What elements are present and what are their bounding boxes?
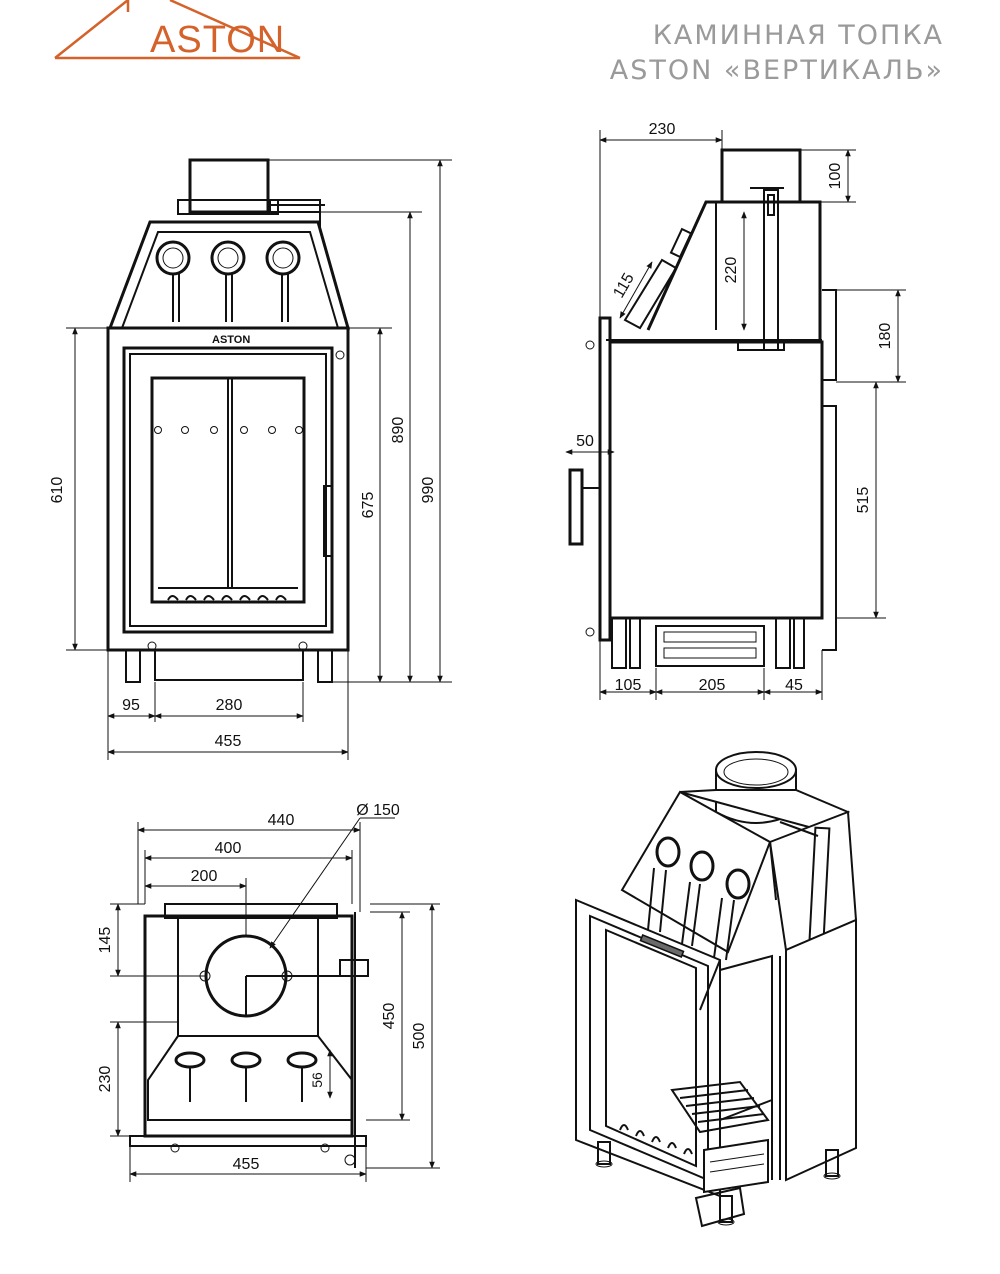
iso-side-body [785, 918, 857, 1182]
top-dimensions: 440 400 200 Ø 150 145 230 450 [97, 802, 440, 1182]
logo-roof-icon [54, 0, 301, 60]
dimension-label: 280 [216, 697, 243, 714]
dimension-label: 220 [723, 257, 740, 284]
dimension-label: 230 [649, 121, 676, 138]
dimension-label: 455 [233, 1156, 260, 1173]
dimension-label: 50 [576, 433, 594, 450]
front-dimensions: 610 675 890 990 95 280 455 [49, 159, 452, 760]
dimension-label: 450 [381, 1003, 398, 1030]
dimension-label: 145 [97, 927, 114, 954]
logo-text: ASTON [150, 19, 286, 61]
title-line-2: ASTON «ВЕРТИКАЛЬ» [609, 55, 944, 86]
iso-ash-drawer [703, 1138, 769, 1194]
iso-feet [595, 1141, 841, 1226]
top-view: 440 400 200 Ø 150 145 230 450 [97, 802, 440, 1182]
side-ash-drawer [655, 625, 765, 667]
brand-logo: ASTON [50, 0, 310, 70]
dimension-label: 515 [855, 487, 872, 514]
dimension-label: 230 [97, 1066, 114, 1093]
dimension-label: 890 [390, 417, 407, 444]
front-hood-ports [155, 240, 301, 322]
title-line-1: КАМИННАЯ ТОПКА [652, 20, 944, 51]
dimension-label: 115 [610, 270, 638, 301]
top-hood-ports [174, 1051, 318, 1102]
front-view: ASTON 610 [49, 158, 452, 760]
dimension-label: 990 [420, 477, 437, 504]
isometric-view [575, 751, 858, 1228]
iso-grate [619, 1080, 770, 1155]
dimension-label: 675 [360, 492, 377, 519]
side-dimensions: 230 100 220 115 180 515 50 [565, 121, 906, 700]
front-flue-collar [188, 158, 270, 214]
dimension-label: 56 [309, 1072, 325, 1088]
side-door-handle [568, 468, 584, 546]
dimension-label: 455 [215, 733, 242, 750]
dimension-label: 200 [191, 868, 218, 885]
front-door-handle [323, 485, 333, 557]
front-feet [125, 641, 333, 683]
dimension-label: 400 [215, 840, 242, 857]
dimension-label: 205 [699, 677, 726, 694]
dimension-label: 100 [827, 163, 844, 190]
front-plate-label: ASTON [212, 334, 250, 346]
side-flue-collar [720, 148, 802, 204]
dimension-label: 610 [49, 477, 66, 504]
front-air-holes [154, 426, 303, 434]
dimension-label: 105 [615, 677, 642, 694]
dimension-label: Ø 150 [356, 802, 400, 819]
side-body [608, 340, 824, 620]
page-title: КАМИННАЯ ТОПКА ASTON «ВЕРТИКАЛЬ» [610, 18, 944, 88]
dimension-label: 95 [122, 697, 140, 714]
dimension-label: 500 [411, 1023, 428, 1050]
side-view: 230 100 220 115 180 515 50 [565, 121, 906, 700]
dimension-label: 440 [268, 812, 295, 829]
dimension-label: 45 [785, 677, 803, 694]
dimension-label: 180 [877, 323, 894, 350]
side-feet [611, 617, 805, 669]
front-grate [158, 587, 298, 601]
